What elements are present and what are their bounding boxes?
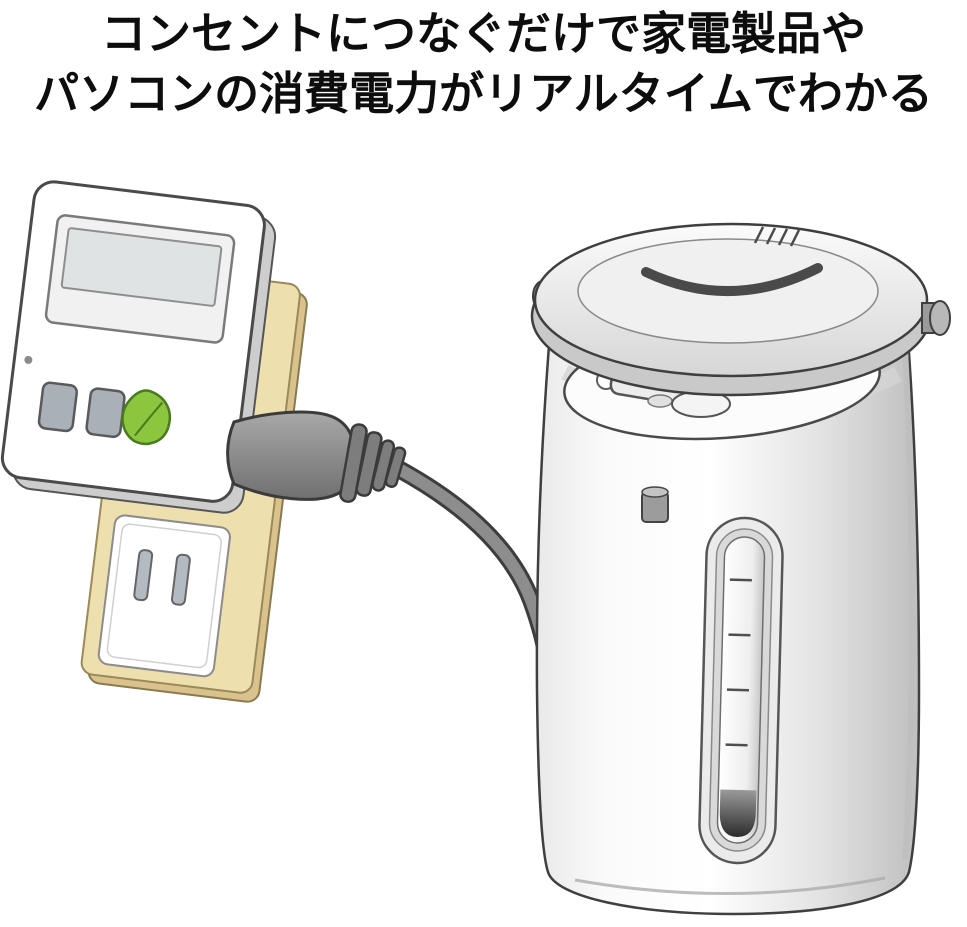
handle-pivot-right <box>921 300 951 336</box>
meter-button-2 <box>85 387 126 439</box>
cable <box>391 462 556 714</box>
pot-right-shade <box>902 344 916 861</box>
outlet-cover-inner-line <box>106 523 222 669</box>
vent-marks-icon <box>753 226 801 247</box>
pot-lid <box>530 222 932 397</box>
meter-button-1 <box>37 381 79 433</box>
pot-base-shadow <box>574 876 886 895</box>
water-level-gauge <box>698 516 784 865</box>
led-indicator <box>24 355 33 364</box>
power-meter <box>0 180 277 514</box>
outlet-slot-right <box>170 553 191 606</box>
panel-oval-small <box>647 394 673 408</box>
caption-line-1: コンセントにつなぐだけで家電製品や <box>100 8 866 59</box>
leaf-vein <box>134 401 163 437</box>
leaf-button-icon <box>121 389 172 446</box>
cord-socket <box>641 486 669 523</box>
plug-rib-4 <box>384 446 407 488</box>
plug-body <box>226 410 357 501</box>
plug <box>226 410 407 503</box>
power-cable <box>226 410 559 717</box>
outlet-slot-left <box>133 549 154 602</box>
gauge-water-level <box>719 789 757 837</box>
lcd-screen <box>60 227 223 307</box>
thermo-pot <box>530 222 951 916</box>
lid-handle <box>641 263 823 296</box>
outlet-cover <box>97 514 231 678</box>
gauge-tick-marks <box>725 578 752 747</box>
caption-line-2: パソコンの消費電力がリアルタイムでわかる <box>34 67 933 119</box>
caption: コンセントにつなぐだけで家電製品や パソコンの消費電力がリアルタイムでわかる <box>0 4 967 124</box>
